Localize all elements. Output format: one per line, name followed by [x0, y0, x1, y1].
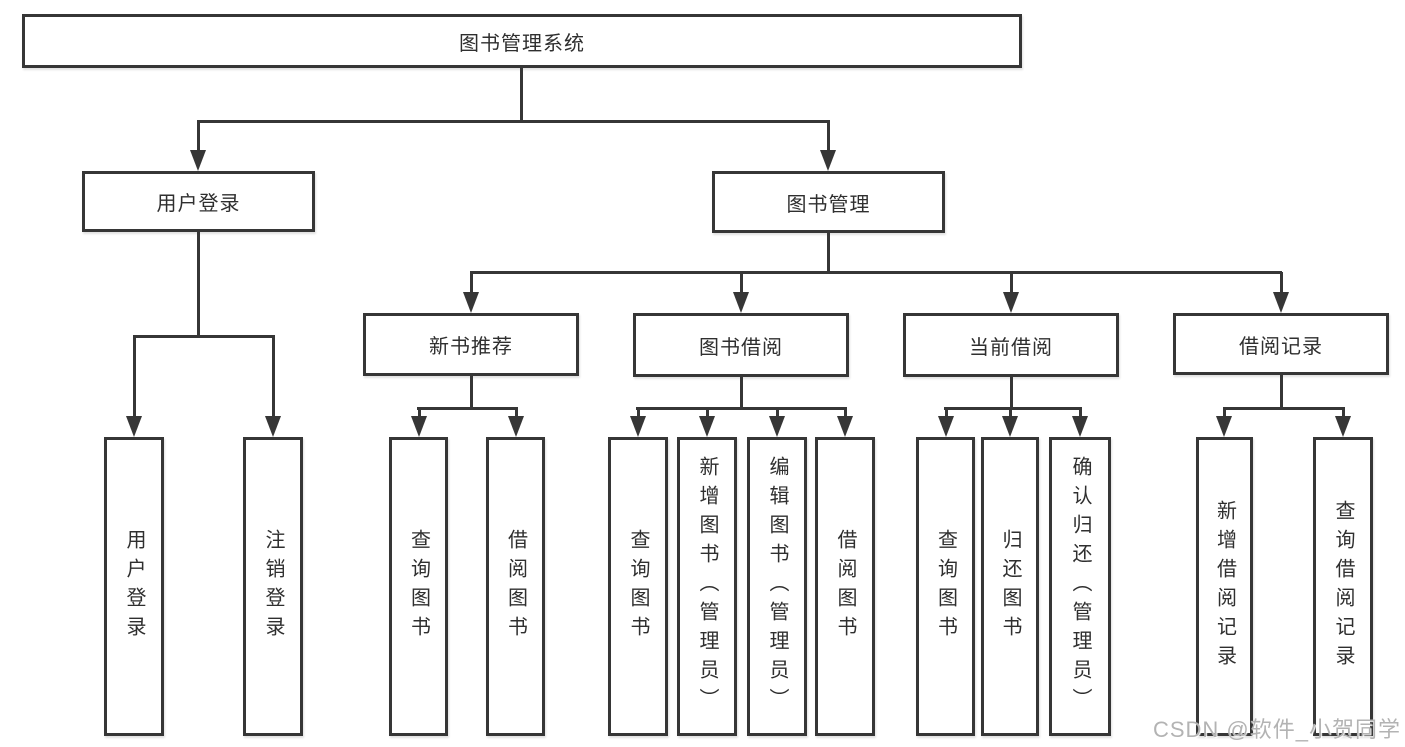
connector-line	[470, 376, 473, 409]
node-root: 图书管理系统	[22, 14, 1022, 68]
node-label: 借阅图书	[504, 528, 527, 645]
node-label: 图书借阅	[699, 336, 783, 359]
arrowhead-icon	[411, 416, 427, 437]
node-label: 注销登录	[262, 528, 284, 645]
connector-line	[1010, 377, 1013, 409]
connector-line	[827, 233, 830, 273]
connector-line	[1079, 408, 1082, 419]
arrowhead-icon	[1072, 416, 1088, 437]
connector-line	[272, 336, 275, 420]
connector-line	[197, 232, 200, 337]
node-label: 编辑图书（管理员）	[766, 456, 788, 717]
arrowhead-icon	[733, 292, 749, 313]
node-label: 查询图书	[934, 528, 957, 645]
connector-line	[417, 407, 518, 410]
leaf-borrow-books-1: 借阅图书	[486, 437, 545, 736]
leaf-borrow-books-2: 借阅图书	[815, 437, 875, 736]
connector-line	[945, 408, 948, 419]
connector-line	[844, 408, 847, 419]
arrowhead-icon	[938, 416, 954, 437]
arrowhead-icon	[190, 150, 206, 171]
node-label: 新增借阅记录	[1213, 499, 1236, 674]
arrowhead-icon	[463, 292, 479, 313]
connector-line	[1010, 272, 1013, 296]
leaf-query-books-1: 查询图书	[389, 437, 448, 736]
arrowhead-icon	[1216, 416, 1232, 437]
arrowhead-icon	[699, 416, 715, 437]
leaf-add-borrow-record: 新增借阅记录	[1196, 437, 1253, 736]
connector-line	[1223, 407, 1345, 410]
node-label: 新增图书（管理员）	[696, 456, 718, 717]
leaf-add-book-admin: 新增图书（管理员）	[677, 437, 737, 736]
node-current-borrow: 当前借阅	[903, 313, 1119, 377]
leaf-query-borrow-record: 查询借阅记录	[1313, 437, 1373, 736]
leaf-user-login: 用户登录	[104, 437, 164, 736]
connector-line	[740, 272, 743, 296]
node-label: 借阅记录	[1239, 335, 1323, 358]
node-label: 图书管理	[786, 193, 871, 216]
arrowhead-icon	[508, 416, 524, 437]
arrowhead-icon	[837, 416, 853, 437]
connector-line	[418, 408, 421, 419]
connector-line	[827, 121, 830, 155]
arrowhead-icon	[126, 416, 142, 437]
node-book-management: 图书管理	[712, 171, 945, 233]
arrowhead-icon	[630, 416, 646, 437]
connector-line	[740, 377, 743, 409]
arrowhead-icon	[769, 416, 785, 437]
node-label: 借阅图书	[834, 528, 856, 645]
node-label: 查询图书	[627, 528, 649, 645]
connector-line	[1223, 408, 1226, 419]
connector-line	[470, 272, 473, 296]
connector-line	[1342, 408, 1345, 419]
leaf-query-books-2: 查询图书	[608, 437, 668, 736]
arrowhead-icon	[1273, 292, 1289, 313]
connector-line	[636, 407, 847, 410]
watermark: CSDN @软件_小贺同学	[1152, 717, 1401, 742]
connector-line	[470, 271, 1282, 274]
connector-line	[1280, 272, 1283, 296]
arrowhead-icon	[820, 150, 836, 171]
connector-line	[776, 408, 779, 419]
arrowhead-icon	[265, 416, 281, 437]
node-label: 查询图书	[407, 528, 430, 645]
node-label: 用户登录	[156, 193, 241, 215]
connector-line	[197, 120, 830, 123]
connector-line	[133, 335, 275, 338]
arrowhead-icon	[1335, 416, 1351, 437]
leaf-return-book: 归还图书	[981, 437, 1039, 736]
arrowhead-icon	[1002, 416, 1018, 437]
node-borrow-records: 借阅记录	[1173, 313, 1389, 375]
node-label: 图书管理系统	[459, 32, 585, 55]
node-user-login: 用户登录	[82, 171, 315, 232]
leaf-confirm-return-admin: 确认归还（管理员）	[1049, 437, 1111, 736]
connector-line	[706, 408, 709, 419]
connector-line	[1009, 408, 1012, 419]
leaf-query-books-3: 查询图书	[916, 437, 975, 736]
connector-line	[515, 408, 518, 419]
node-book-borrow: 图书借阅	[633, 313, 849, 377]
node-label: 新书推荐	[429, 336, 513, 358]
leaf-edit-book-admin: 编辑图书（管理员）	[747, 437, 807, 736]
node-label: 当前借阅	[969, 336, 1053, 359]
node-label: 用户登录	[123, 528, 145, 645]
connector-line	[133, 336, 136, 420]
connector-line	[520, 68, 523, 122]
connector-line	[197, 121, 200, 155]
connector-line	[1280, 375, 1283, 409]
node-label: 查询借阅记录	[1332, 499, 1354, 674]
node-new-book-recommend: 新书推荐	[363, 313, 579, 376]
node-label: 确认归还（管理员）	[1069, 456, 1091, 717]
node-label: 归还图书	[999, 528, 1021, 645]
arrowhead-icon	[1003, 292, 1019, 313]
leaf-logout: 注销登录	[243, 437, 303, 736]
connector-line	[637, 408, 640, 419]
connector-line	[944, 407, 1082, 410]
